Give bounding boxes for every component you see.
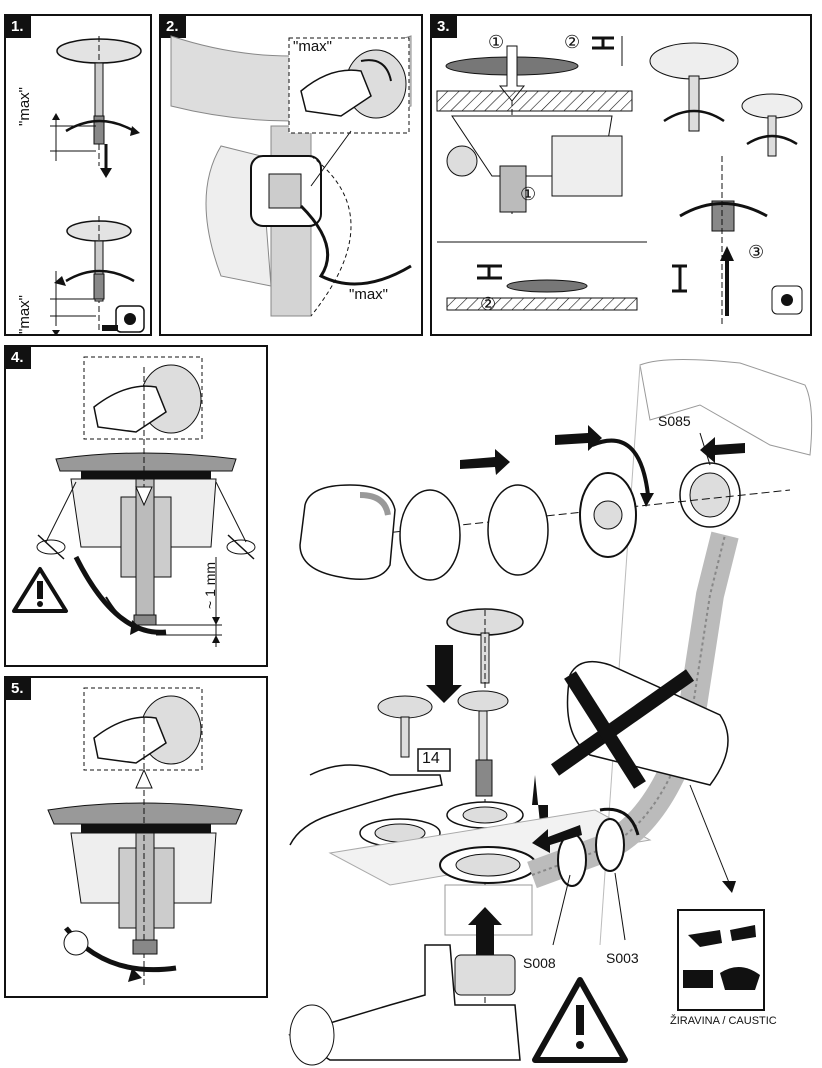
tape-measure-icon	[102, 305, 145, 333]
circle-2-label-b: ②	[480, 294, 497, 314]
step-2-illustration	[170, 35, 412, 317]
panel-step-5: 5.	[4, 676, 268, 998]
warning-icon-main	[532, 977, 628, 1063]
max-label-3: "max"	[293, 38, 332, 55]
step-1-illustration	[50, 36, 142, 334]
panel-step-4: 4. ~ 1 mm	[4, 345, 268, 667]
step-2-label: 2.	[161, 16, 186, 38]
part-s003-label: S003	[606, 950, 639, 966]
panel-step-1: 1. "max" "max"	[4, 14, 152, 336]
part-s008-label: S008	[523, 955, 556, 971]
step-5-illustration	[47, 687, 243, 988]
step-3-label: 3.	[432, 16, 457, 38]
warning-icon	[12, 567, 68, 613]
forbidden-icon	[36, 534, 256, 560]
wrench-size-label: 14	[422, 750, 440, 767]
one-mm-label: ~ 1 mm	[202, 561, 218, 609]
max-label-1: "max"	[16, 87, 33, 126]
main-assembly: 14 S085 S008 S003 ŽIRAVINA / CAUSTIC	[270, 345, 820, 1068]
max-label-2: "max"	[16, 295, 33, 334]
circle-2-label-a: ②	[564, 32, 581, 52]
step-3-illustration	[436, 36, 803, 326]
panel-step-3: 3.	[430, 14, 812, 336]
circle-1-label-a: ①	[488, 32, 505, 52]
caustic-label: ŽIRAVINA / CAUSTIC	[670, 1015, 777, 1027]
circle-3-label: ③	[748, 242, 765, 262]
caustic-hazard-icon	[677, 909, 765, 1011]
circle-1-label-b: ①	[520, 184, 537, 204]
max-label-4: "max"	[349, 286, 388, 303]
step-4-label: 4.	[6, 347, 31, 369]
part-s085-label: S085	[658, 413, 691, 429]
step-1-label: 1.	[6, 16, 31, 38]
assembly-illustration	[288, 358, 813, 1066]
step-5-label: 5.	[6, 678, 31, 700]
step-4-illustration	[45, 356, 247, 647]
panel-step-2: 2. "max" "max"	[159, 14, 423, 336]
